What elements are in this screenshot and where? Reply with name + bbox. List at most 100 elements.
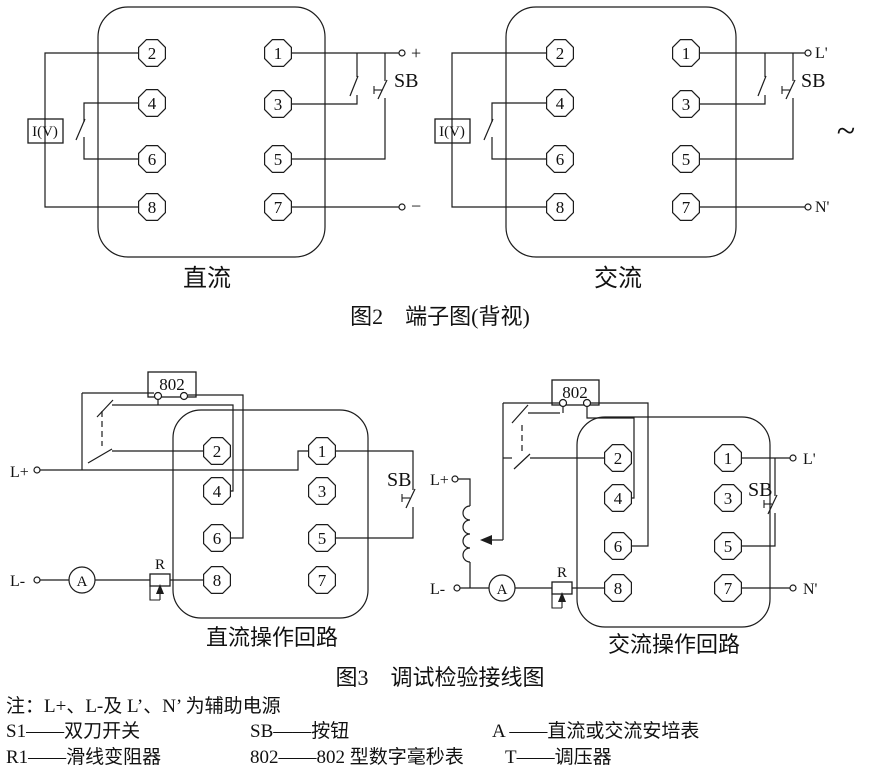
timer-terminal-right: [179, 391, 189, 401]
fig3-dc-diagram: 802 L+ L- A R SB 2: [10, 371, 416, 650]
relay-outline: [505, 6, 737, 258]
aux-pos-wire: [458, 478, 471, 506]
sb-blade: [785, 79, 796, 100]
line-node: [789, 454, 797, 462]
terminal-number: 3: [724, 489, 733, 508]
terminal-4: 4: [545, 88, 575, 118]
rheostat-wiper-arrow: [558, 592, 566, 602]
legend-802: 802——802 型数字毫秒表: [250, 746, 464, 768]
terminal-number: 5: [274, 150, 283, 169]
terminal-8: 8: [603, 573, 633, 603]
terminal-5: 5: [671, 145, 701, 173]
plus-label: +: [411, 43, 421, 63]
fig2-caption: 图2 端子图(背视): [350, 304, 530, 329]
coil-wire: [44, 52, 138, 208]
terminal-3: 3: [264, 89, 292, 119]
terminal-number: 6: [148, 150, 157, 169]
sb-label: SB: [394, 70, 418, 92]
terminal-number: 8: [148, 198, 157, 217]
terminal-1: 1: [264, 38, 292, 68]
s1-lower-blade: [87, 448, 113, 464]
rheostat-wiper-bracket: [551, 594, 562, 609]
terminal-number: 6: [614, 537, 623, 556]
terminal-8: 8: [545, 193, 575, 221]
fig2-dc-diagram: I(V) + SB − 2 4 6 8 1 3 5 7 直流: [27, 6, 421, 292]
terminal-3: 3: [671, 89, 701, 119]
timer-802-label: 802: [159, 375, 185, 394]
ammeter-label: A: [497, 582, 508, 598]
terminal-8: 8: [203, 565, 231, 595]
terminal-number: 6: [556, 150, 565, 169]
terminal-7: 7: [264, 193, 292, 221]
timer-to-terminal4-wire: [112, 404, 234, 492]
contact13-wire: [700, 95, 766, 105]
terminal-number: 4: [213, 482, 222, 501]
terminal-number: 1: [682, 44, 691, 63]
contact-4-wire: [83, 102, 138, 122]
terminal-number: 4: [556, 94, 565, 113]
minus-node: [398, 203, 406, 211]
terminal-number: 3: [682, 95, 691, 114]
sb-wire: [700, 98, 794, 160]
rheostat-wiper-bracket: [149, 586, 160, 601]
terminal-4: 4: [203, 477, 231, 505]
dc-label: 直流: [183, 265, 231, 292]
sb-wire-bottom: [336, 507, 414, 539]
terminal-6: 6: [203, 523, 231, 553]
aux-pos-label: L+: [10, 464, 29, 481]
fig3-ac-diagram: 802 L+ L- A R L: [430, 379, 818, 657]
terminal-number: 8: [556, 198, 565, 217]
rheostat-label: R: [155, 557, 165, 573]
ac-circuit-label: 交流操作回路: [608, 632, 740, 657]
terminal-5: 5: [713, 531, 743, 561]
neutral-node: [804, 203, 812, 211]
legend-intro: 注：L+、L-及 L’、N’ 为辅助电源: [6, 695, 281, 717]
terminal-4: 4: [603, 484, 633, 512]
contact-6-wire: [83, 137, 138, 160]
terminal-4: 4: [138, 88, 166, 118]
sb-label: SB: [748, 479, 772, 501]
terminal-number: 3: [318, 482, 327, 501]
line-node: [804, 49, 812, 57]
coil-wire: [451, 52, 546, 208]
rheostat-wiper-arrow: [156, 584, 164, 594]
ac-label: 交流: [594, 265, 642, 292]
contact-blade: [483, 118, 494, 141]
terminal-8: 8: [138, 193, 166, 221]
legend-t: T——调压器: [505, 746, 612, 768]
timer-802-label: 802: [562, 383, 588, 402]
relay-outline: [172, 409, 369, 619]
terminal-6: 6: [138, 145, 166, 173]
terminal-number: 2: [556, 44, 565, 63]
timer-terminal-right: [582, 398, 592, 408]
s1-upper-blade: [511, 404, 529, 424]
legend-ammeter: A ——直流或交流安培表: [492, 720, 699, 742]
s1-lower-blade: [513, 453, 531, 470]
sb-label: SB: [387, 469, 411, 491]
terminal-number: 2: [213, 442, 222, 461]
fig2-ac-diagram: I(V) L' SB ~ N' 2 4 6 8 1 3 5 7 交流: [434, 6, 855, 292]
neutral-label: N': [815, 199, 830, 216]
sb-blade: [377, 79, 388, 100]
ac-wave-symbol: ~: [837, 113, 855, 150]
fig3-caption: 图3 调试检验接线图: [335, 665, 544, 690]
contact13-blade: [349, 75, 359, 97]
terminal-7: 7: [671, 193, 701, 221]
terminal-number: 5: [318, 529, 327, 548]
terminal-2: 2: [203, 437, 231, 465]
timer-to-terminal4-wire: [586, 407, 635, 499]
sb-wire: [292, 98, 386, 160]
legend-r1: R1——滑线变阻器: [6, 746, 161, 768]
autotransformer-coil: [462, 505, 471, 563]
terminal-number: 2: [614, 449, 623, 468]
terminal-number: 6: [213, 529, 222, 548]
legend: 注：L+、L-及 L’、N’ 为辅助电源 S1——双刀开关 SB——按钮 A —…: [6, 695, 699, 768]
contact13-blade: [757, 75, 767, 97]
terminal-number: 7: [318, 571, 327, 590]
legend-sb: SB——按钮: [250, 720, 349, 742]
legend-s1: S1——双刀开关: [6, 720, 140, 742]
terminal-6: 6: [545, 145, 575, 173]
terminal-3: 3: [713, 484, 743, 512]
